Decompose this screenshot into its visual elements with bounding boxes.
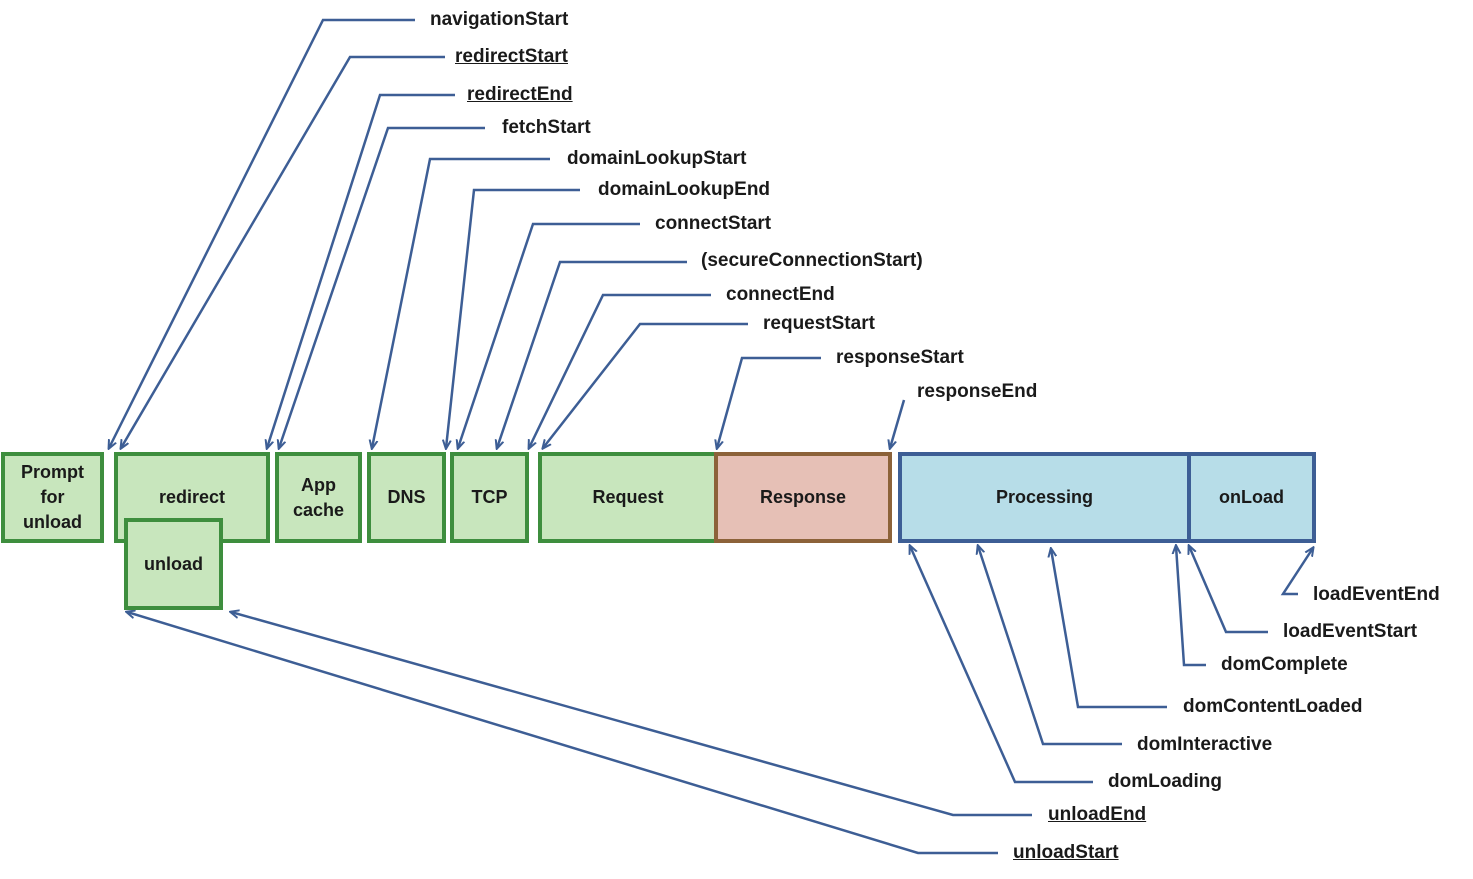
unloadstart-connector xyxy=(127,612,998,855)
dominteractive-connector xyxy=(978,546,1122,746)
loadeventstart-label: loadEventStart xyxy=(1283,621,1418,642)
redirectstart-connector xyxy=(121,55,445,448)
domainlookupend-label: domainLookupEnd xyxy=(598,179,771,200)
unloadend-connector xyxy=(231,612,1032,817)
secureconnectionstart-label: (secureConnectionStart) xyxy=(701,250,923,271)
app-cache-box: App cache xyxy=(275,452,362,543)
loadeventend-connector xyxy=(1280,548,1313,596)
redirectstart-label: redirectStart xyxy=(455,46,568,67)
request-box: Request xyxy=(538,452,718,543)
responseend-label: responseEnd xyxy=(917,381,1038,402)
dominteractive-label: domInteractive xyxy=(1137,734,1273,755)
requeststart-connector xyxy=(543,322,748,448)
prompt-for-unload-box: Prompt for unload xyxy=(1,452,104,543)
fetchstart-label: fetchStart xyxy=(502,117,591,138)
domloading-connector xyxy=(910,546,1093,784)
redirect-label: redirect xyxy=(158,487,226,507)
requeststart-label: requestStart xyxy=(763,313,875,334)
navigationstart-connector xyxy=(109,18,415,448)
domainlookupstart-label: domainLookupStart xyxy=(567,148,747,169)
domcomplete-connector xyxy=(1176,546,1206,667)
loadeventend-label: loadEventEnd xyxy=(1313,584,1440,605)
unloadstart-label: unloadStart xyxy=(1013,842,1119,863)
tcp-box: TCP xyxy=(450,452,529,543)
redirectend-label: redirectEnd xyxy=(467,84,573,105)
connectstart-connector xyxy=(458,222,640,448)
domainlookupend-connector xyxy=(446,188,580,448)
navigationstart-label: navigationStart xyxy=(430,9,569,30)
responsestart-label: responseStart xyxy=(836,347,964,368)
fetchstart-connector xyxy=(279,126,485,448)
domcontentloaded-label: domContentLoaded xyxy=(1183,696,1363,717)
domcontentloaded-connector xyxy=(1051,549,1167,709)
response-box: Response xyxy=(714,452,892,543)
responsestart-connector xyxy=(717,356,821,448)
domainlookupstart-connector xyxy=(372,157,550,448)
redirectend-connector xyxy=(267,93,455,448)
loadeventstart-connector xyxy=(1189,546,1268,634)
onload-box: onLoad xyxy=(1187,452,1316,543)
unloadend-label: unloadEnd xyxy=(1048,804,1147,825)
connectend-label: connectEnd xyxy=(726,284,835,305)
responseend-connector xyxy=(890,399,906,448)
unload-box: unload xyxy=(124,518,223,610)
secureconnectionstart-connector xyxy=(497,260,687,448)
domloading-label: domLoading xyxy=(1108,771,1222,792)
domcomplete-label: domComplete xyxy=(1221,654,1348,675)
processing-box: Processing xyxy=(898,452,1191,543)
connectend-connector xyxy=(529,293,711,448)
connectstart-label: connectStart xyxy=(655,213,772,234)
dns-box: DNS xyxy=(367,452,446,543)
